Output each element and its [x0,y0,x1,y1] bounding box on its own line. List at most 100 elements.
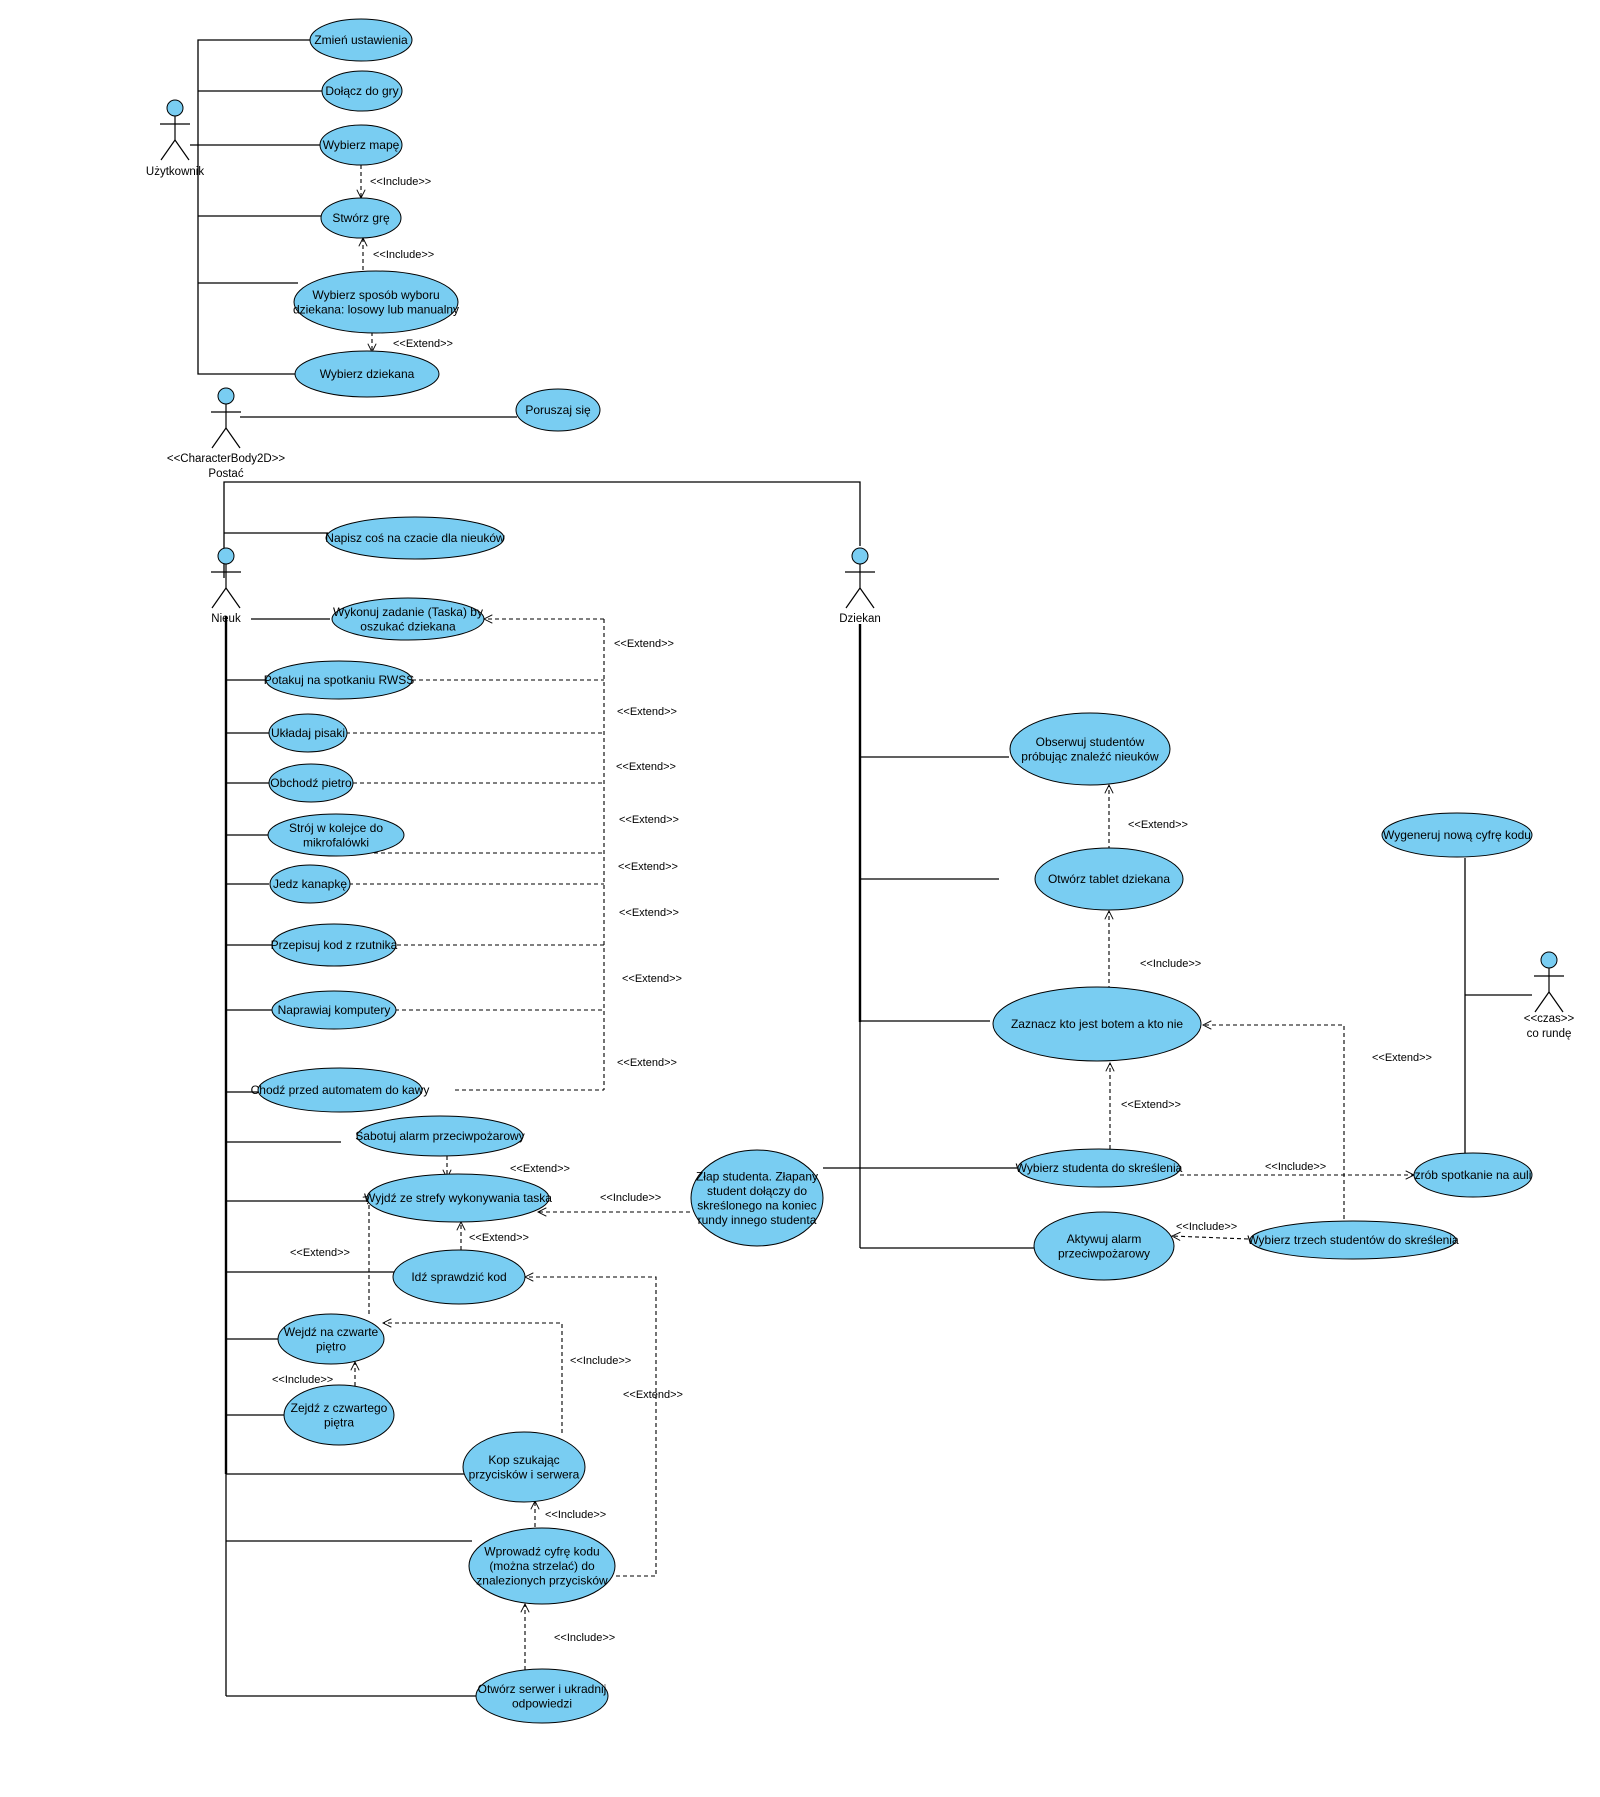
use-case-ellipse [1033,1211,1175,1281]
use-case-zmien-ustawienia: Zmień ustawienia [309,18,413,62]
label-extend-idz: <<Extend>> [469,1232,529,1244]
use-case-label: rundy innego studenta [698,1213,817,1227]
use-case-label: student dołączy do [707,1184,807,1198]
use-case-label: oszukać dziekana [360,619,456,633]
dependencies [346,165,1414,1670]
actor-dziekan: Dziekan [839,547,881,625]
use-case-wybierz-dziekana: Wybierz dziekana [294,350,440,398]
use-case-ellipse [294,350,440,398]
use-case-label: odpowiedzi [512,1696,572,1710]
use-case-ellipse [1381,812,1533,858]
use-case-label: Zmień ustawienia [314,33,408,47]
use-case-ellipse [293,270,459,334]
use-case-label: przeciwpożarowy [1058,1246,1150,1260]
actor-uzytkownik-label: Użytkownik [146,166,204,178]
label-include-kop: <<Include>> [570,1355,631,1367]
use-case-label: piętro [316,1339,346,1353]
label-include-trzech: <<Include>> [1176,1221,1237,1233]
use-case-ellipse [690,1149,824,1247]
label-extend-stroj: <<Extend>> [619,814,679,826]
use-case-naprawiaj: Naprawiaj komputery [271,990,397,1030]
use-case-label: (można strzelać) do [489,1559,595,1573]
use-case-ellipse [1034,847,1184,911]
label-extend-kod: <<Extend>> [619,907,679,919]
use-case-label: próbując znaleźć nieuków [1021,749,1159,763]
use-case-sabotuj-alarm: Sabotuj alarm przeciwpożarowy [355,1115,525,1157]
use-case-ellipse [271,990,397,1030]
use-case-ellipse [271,923,397,967]
use-case-label: Wybierz sposób wyboru [312,288,439,302]
use-case-potakuj: Potakuj na spotkaniu RWSS [264,660,415,700]
use-case-ellipse [331,597,485,641]
use-case-label: Poruszaj się [525,403,591,417]
label-extend-kanapka: <<Extend>> [618,861,678,873]
use-case-jedz-kanapke: Jedz kanapkę [269,864,351,904]
use-case-label: Sabotuj alarm przeciwpożarowy [355,1129,524,1143]
use-case-label: Układaj pisaki [271,726,345,740]
actor-uzytkownik: Użytkownik [146,99,204,178]
use-case-label: Dołącz do gry [325,84,398,98]
use-case-label: Obserwuj studentów [1036,735,1145,749]
use-case-ellipse [320,197,402,239]
use-case-label: Wygeneruj nową cyfrę kodu [1383,828,1531,842]
use-case-label: Napisz coś na czacie dla nieuków [325,531,505,545]
use-case-ellipse [268,713,348,753]
actor-dziekan-label: Dziekan [839,613,881,625]
use-case-label: mikrofalówki [303,835,369,849]
use-case-label: Zaznacz kto jest botem a kto nie [1011,1017,1183,1031]
use-case-ellipse [277,1313,385,1365]
label-extend-tablet: <<Extend>> [1128,819,1188,831]
use-case-ellipse [515,388,601,432]
label-include-sposob-stworz: <<Include>> [373,249,434,261]
use-case-label: Otwórz serwer i ukradnij [478,1682,607,1696]
use-case-label: Przepisuj kod z rzutnika [271,938,398,952]
label-include-zejdz: <<Include>> [272,1374,333,1386]
use-case-ellipse [267,813,405,857]
use-case-chodz-automat: Chodź przed automatem do kawy [251,1067,430,1113]
use-case-ellipse [475,1668,609,1724]
actor-czas: <<czas>> co rundę [1524,951,1575,1040]
use-case-idz-sprawdzic: Idź sprawdzić kod [392,1249,526,1305]
use-case-zrob-spotkanie: zrób spotkanie na auli [1413,1152,1533,1198]
use-case-wybierz-trzech: Wybierz trzech studentów do skreślenia [1247,1220,1459,1260]
use-case-wprowadz-cyfre: Wprowadź cyfrę kodu(można strzelać) dozn… [468,1527,616,1605]
label-include-serwer: <<Include>> [554,1632,615,1644]
use-case-label: Potakuj na spotkaniu RWSS [264,673,415,687]
use-case-label: piętra [324,1415,354,1429]
use-case-przepisuj-kod: Przepisuj kod z rzutnika [271,923,398,967]
label-include-zlap: <<Include>> [600,1192,661,1204]
use-case-ellipse [1413,1152,1533,1198]
use-case-label: Złap studenta. Złapany [696,1169,818,1183]
label-extend-trzech: <<Extend>> [1372,1052,1432,1064]
use-case-label: przycisków i serwera [469,1467,580,1481]
use-case-ellipse [468,1527,616,1605]
use-case-ukladaj-pisaki: Układaj pisaki [268,713,348,753]
use-case-stworz-gre: Stwórz grę [320,197,402,239]
use-case-wyjdz-ze-strefy: Wyjdź ze strefy wykonywania taska [364,1173,552,1223]
label-include-wprowadz-kop: <<Include>> [545,1509,606,1521]
label-include-spotkanie: <<Include>> [1265,1161,1326,1173]
use-case-ellipse [392,1249,526,1305]
label-extend-pietro: <<Extend>> [616,761,676,773]
use-case-ellipse [462,1431,586,1503]
label-extend-komputery: <<Extend>> [622,973,682,985]
use-case-label: Wykonuj zadanie (Taska) by [333,605,483,619]
label-include-mapa-stworz: <<Include>> [370,176,431,188]
use-case-ellipse [1017,1148,1181,1188]
use-case-label: Wybierz mapę [323,138,400,152]
use-case-wygeneruj-cyfre: Wygeneruj nową cyfrę kodu [1381,812,1533,858]
use-case-ellipse [325,516,505,560]
use-case-ellipse [321,70,403,112]
use-case-label: Chodź przed automatem do kawy [251,1083,430,1097]
use-case-wybierz-studenta: Wybierz studenta do skreślenia [1016,1148,1183,1188]
use-case-ellipse [319,124,403,166]
